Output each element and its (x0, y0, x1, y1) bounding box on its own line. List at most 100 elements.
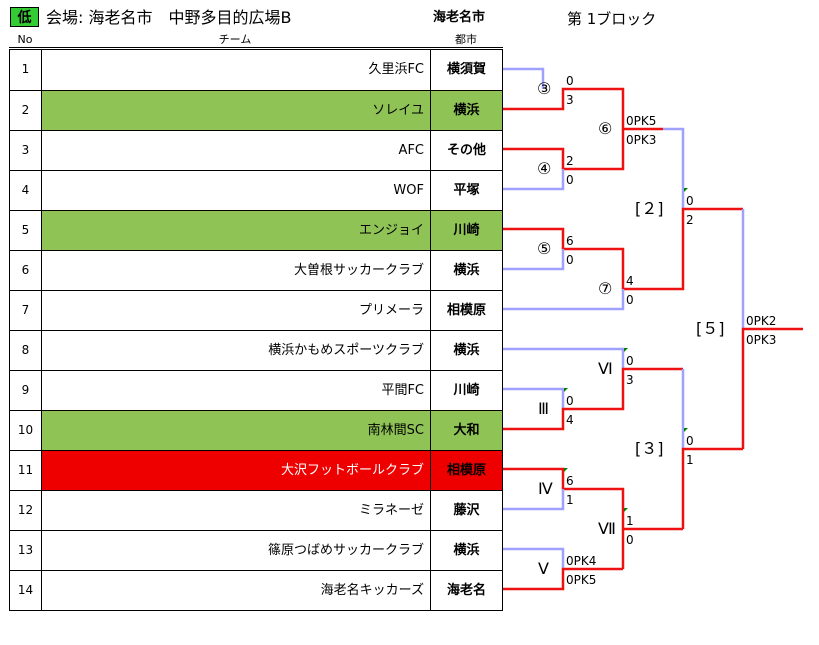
header-divider (9, 47, 503, 48)
marker-icon (684, 428, 688, 432)
score: 0 (686, 194, 694, 208)
match-label: ③ (537, 79, 552, 98)
score: 0PK3 (746, 333, 777, 347)
score: 0 (566, 253, 574, 267)
team-no: 8 (10, 331, 42, 370)
score: 2 (686, 213, 694, 227)
marker-icon (564, 388, 568, 392)
team-name: 横浜かもめスポーツクラブ (42, 331, 431, 370)
venue-title: 会場: 海老名市 中野多目的広場B (46, 8, 292, 27)
bracket-line-win (741, 327, 803, 449)
team-no: 4 (10, 171, 42, 210)
team-name: 久里浜FC (42, 50, 431, 90)
match-label: [３] (635, 439, 664, 458)
team-no: 13 (10, 531, 42, 570)
bracket-line-win (503, 87, 583, 111)
score: 4 (566, 413, 574, 427)
match-label: Ⅵ (598, 359, 613, 378)
match-label: Ⅲ (538, 399, 550, 418)
team-city: 横浜 (453, 343, 480, 358)
bracket-line-win (681, 447, 743, 529)
score: 6 (566, 234, 574, 248)
score: 0PK4 (566, 554, 597, 568)
bracket-line-win (503, 407, 583, 431)
column-header-team: チーム (218, 33, 252, 46)
match-label: [２] (635, 199, 664, 218)
bracket-line-lose (503, 547, 565, 569)
team-name: 平間FC (42, 371, 431, 410)
team-name: プリメーラ (42, 291, 431, 330)
team-no: 11 (10, 451, 42, 490)
team-name: 海老名キッカーズ (42, 571, 431, 610)
score: 0PK5 (566, 573, 597, 587)
match-label: ⑤ (537, 239, 552, 258)
score: 0PK2 (746, 314, 777, 328)
score: 0 (566, 173, 574, 187)
team-name: AFC (42, 131, 431, 170)
team-city: 相模原 (431, 451, 502, 490)
match-label: Ⅳ (538, 479, 553, 498)
team-city: 相模原 (446, 303, 486, 318)
team-city: 川崎 (453, 383, 480, 398)
score: 2 (566, 154, 574, 168)
marker-icon (624, 508, 628, 512)
bracket-line-lose (503, 347, 625, 369)
team-name: 大曽根サッカークラブ (42, 251, 431, 290)
team-city: 藤沢 (453, 503, 480, 518)
score: 1 (626, 514, 634, 528)
team-name: 大沢フットボールクラブ (42, 451, 431, 490)
team-no: 7 (10, 291, 42, 330)
team-city: その他 (446, 143, 486, 158)
bracket-line-lose (503, 387, 565, 409)
score: 1 (686, 453, 694, 467)
bracket-line-lose (503, 249, 565, 271)
block-title: 第 1ブロック (567, 10, 657, 28)
score: 0 (626, 293, 634, 307)
score: 1 (566, 493, 574, 507)
team-city: 横須賀 (446, 62, 486, 77)
bracket-line-win (503, 227, 583, 251)
bracket-line-win (503, 567, 623, 591)
match-label: ⑦ (598, 279, 613, 298)
score: 4 (626, 274, 634, 288)
host-city: 海老名市 (433, 10, 486, 25)
score: 3 (626, 373, 634, 387)
bracket-line-win (583, 367, 683, 411)
match-label: ⑥ (598, 119, 613, 138)
team-name: WOF (42, 171, 431, 210)
match-label: Ⅶ (598, 519, 616, 538)
team-no: 12 (10, 491, 42, 530)
marker-icon (624, 348, 628, 352)
team-name: ソレイユ (42, 91, 431, 130)
team-city: 横浜 (431, 91, 502, 130)
bracket-line-win (503, 467, 583, 491)
score: 6 (566, 474, 574, 488)
bracket-line-lose (663, 127, 685, 209)
marker-icon (684, 188, 688, 192)
bracket-line-lose (503, 289, 625, 311)
bracket-line-win (503, 147, 583, 171)
team-no: 2 (10, 91, 42, 130)
team-no: 9 (10, 371, 42, 410)
bracket-line-win (583, 247, 663, 291)
team-city: 横浜 (453, 543, 480, 558)
level-badge: 低 (10, 7, 39, 27)
match-label: ④ (537, 159, 552, 178)
team-city: 海老名 (446, 583, 486, 598)
match-label: [５] (696, 319, 725, 338)
bracket-line-lose (503, 489, 565, 511)
match-label: Ⅴ (538, 559, 549, 578)
score: 0 (566, 74, 574, 88)
